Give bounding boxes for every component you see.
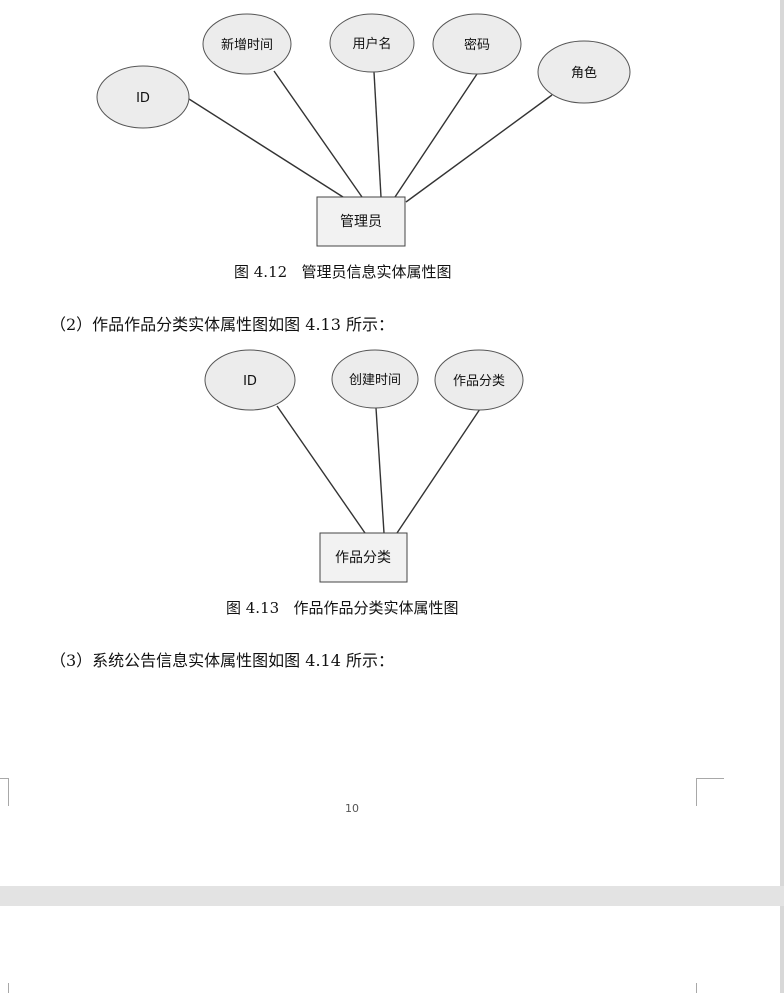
diagram1-attr-role: 角色 [537, 40, 631, 104]
diagram2-attr-created-label: 创建时间 [349, 373, 401, 388]
document-page [0, 0, 780, 886]
margin-mark-left-next [0, 983, 9, 993]
diagram2-attr-id: ID [204, 349, 296, 411]
diagram2-attr-created: 创建时间 [331, 349, 419, 409]
diagram1-entity-label: 管理员 [340, 214, 382, 230]
diagram2-entity-label: 作品分类 [335, 550, 391, 566]
diagram1-attr-id: ID [96, 65, 190, 129]
diagram1-attr-username-label: 用户名 [352, 36, 391, 52]
er-diagrams: ID 新增时间 用户名 密码 角色 管理员 ID 创建时间 作品分类 [96, 13, 631, 583]
diagram2-connectors [276, 405, 481, 534]
diagram1-entity: 管理员 [316, 196, 406, 247]
diagram1-connectors [188, 70, 553, 203]
page-number: 10 [345, 802, 359, 815]
diagram2-attr-category-label: 作品分类 [453, 374, 505, 389]
diagram1-attr-password: 密码 [432, 13, 522, 75]
diagram2-attr-id-label: ID [243, 374, 257, 389]
diagram1-attr-role-label: 角色 [571, 65, 597, 81]
margin-mark-right-next [696, 983, 724, 993]
page-gap [0, 886, 784, 906]
diagram1-attr-password-label: 密码 [464, 37, 490, 53]
diagram1-attr-id-label: ID [136, 91, 150, 106]
next-page [0, 906, 780, 993]
diagram2-caption: 图 4.13 作品作品分类实体属性图 [226, 599, 459, 617]
diagram2-entity: 作品分类 [319, 532, 408, 583]
margin-mark-right [696, 778, 724, 806]
diagram2-attr-category: 作品分类 [434, 349, 524, 411]
paragraph-2: （2）作品作品分类实体属性图如图 4.13 所示： [50, 315, 394, 334]
diagram1-caption: 图 4.12 管理员信息实体属性图 [234, 263, 452, 281]
margin-mark-left [0, 778, 9, 806]
paragraph-3: （3）系统公告信息实体属性图如图 4.14 所示： [50, 651, 394, 670]
diagram1-attr-created-label: 新增时间 [221, 37, 273, 53]
diagram1-attr-created: 新增时间 [202, 13, 292, 75]
page-edge [780, 0, 784, 993]
diagram1-attr-username: 用户名 [329, 13, 415, 73]
